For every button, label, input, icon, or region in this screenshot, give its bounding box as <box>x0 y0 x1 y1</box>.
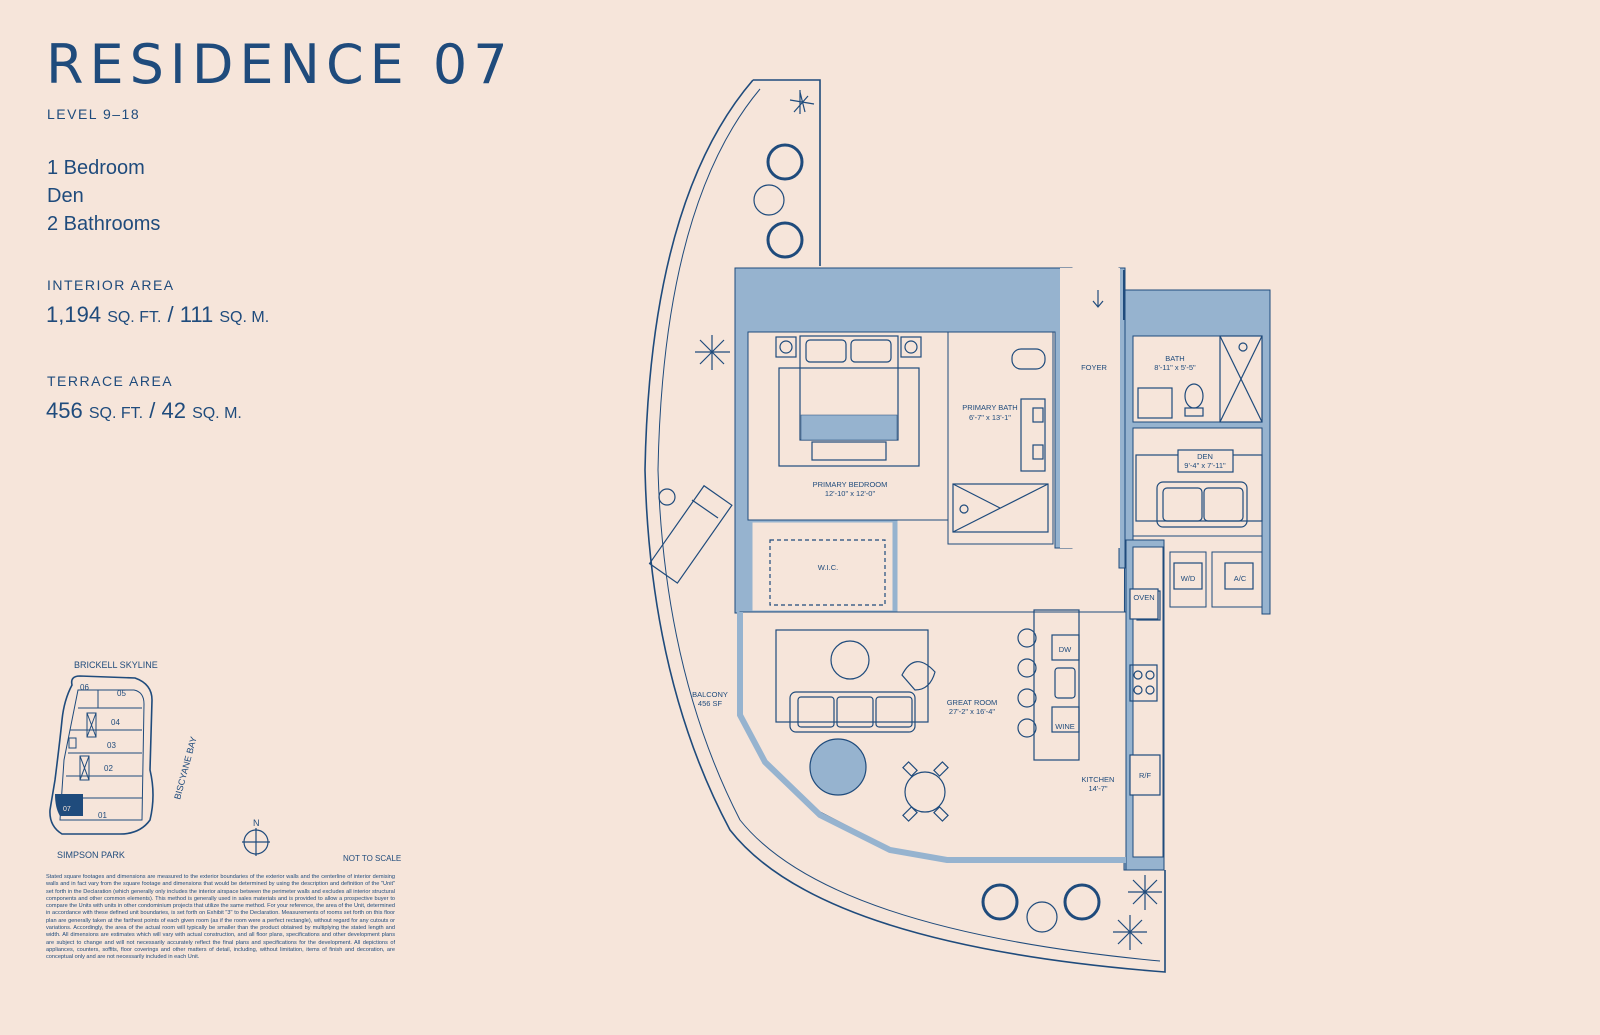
level-range: LEVEL 9–18 <box>47 106 141 122</box>
keyplan-unit: 01 <box>98 811 107 820</box>
interior-area-value: 1,194 SQ. FT. / 111 SQ. M. <box>46 302 270 327</box>
keyplan-unit: 06 <box>80 683 89 692</box>
keyplan-brickell-label: BRICKELL SKYLINE <box>74 660 158 670</box>
room-labels: FOYER BATH 8'-11" x 5'-5" PRIMARY BATH 6… <box>692 354 1247 793</box>
terrace-area-value: 456 SQ. FT. / 42 SQ. M. <box>46 398 242 423</box>
unit-type-den: Den <box>47 185 84 207</box>
keyplan-unit: 07 <box>63 806 71 813</box>
dishwasher-label: DW <box>1059 645 1072 654</box>
keyplan-unit: 05 <box>117 689 126 698</box>
bath-label: BATH <box>1165 354 1184 363</box>
balcony-label: BALCONY <box>692 690 728 699</box>
wic-label: W.I.C. <box>818 563 838 572</box>
interior-area-label: INTERIOR AREA <box>47 277 175 293</box>
kitchen-label: KITCHEN <box>1082 775 1115 784</box>
keyplan-unit: 02 <box>104 764 113 773</box>
ac-label: A/C <box>1234 574 1247 583</box>
primary-bedroom-label: PRIMARY BEDROOM <box>813 480 888 489</box>
den-dim: 9'-4" x 7'-11" <box>1184 461 1226 470</box>
kitchen-dim: 14'-7" <box>1088 784 1107 793</box>
oven-label: OVEN <box>1133 593 1154 602</box>
terrace-area-label: TERRACE AREA <box>47 373 174 389</box>
svg-text:N: N <box>253 818 260 828</box>
plant-icon <box>695 90 1162 950</box>
keyplan-bay-label: BISCYANE BAY <box>172 735 198 800</box>
key-plan: BRICKELL SKYLINE SIMPSON PARK BISCYANE B… <box>49 660 199 860</box>
primary-bath-label: PRIMARY BATH <box>962 403 1017 412</box>
primary-bath-dim: 6'-7" x 13'-1" <box>969 413 1011 422</box>
unit-type-bedroom: 1 Bedroom <box>47 157 145 179</box>
foyer-label: FOYER <box>1081 363 1107 372</box>
unit-type-bathrooms: 2 Bathrooms <box>47 213 161 235</box>
legal-disclaimer: Stated square footages and dimensions ar… <box>46 874 395 961</box>
primary-bedroom-dim: 12'-10" x 12'-0" <box>825 489 876 498</box>
not-to-scale-note: NOT TO SCALE <box>343 854 401 863</box>
terrace-outline <box>644 79 1166 973</box>
floor-plan <box>644 79 1271 973</box>
great-room-label: GREAT ROOM <box>947 698 998 707</box>
den-label: DEN <box>1197 452 1213 461</box>
keyplan-unit: 04 <box>111 718 120 727</box>
bath-dim: 8'-11" x 5'-5" <box>1154 363 1196 372</box>
page-title: RESIDENCE 07 <box>46 33 514 96</box>
north-compass-icon: N <box>242 818 270 856</box>
unit-type-list: 1 Bedroom Den 2 Bathrooms <box>47 154 160 238</box>
balcony-dim: 456 SF <box>698 699 723 708</box>
refrigerator-label: R/F <box>1139 771 1152 780</box>
keyplan-unit: 03 <box>107 741 116 750</box>
washer-dryer-label: W/D <box>1181 574 1196 583</box>
keyplan-park-label: SIMPSON PARK <box>57 850 125 860</box>
wine-label: WINE <box>1055 722 1075 731</box>
keyplan-unit-07-highlight <box>55 794 83 816</box>
great-room-dim: 27'-2" x 16'-4" <box>949 707 995 716</box>
